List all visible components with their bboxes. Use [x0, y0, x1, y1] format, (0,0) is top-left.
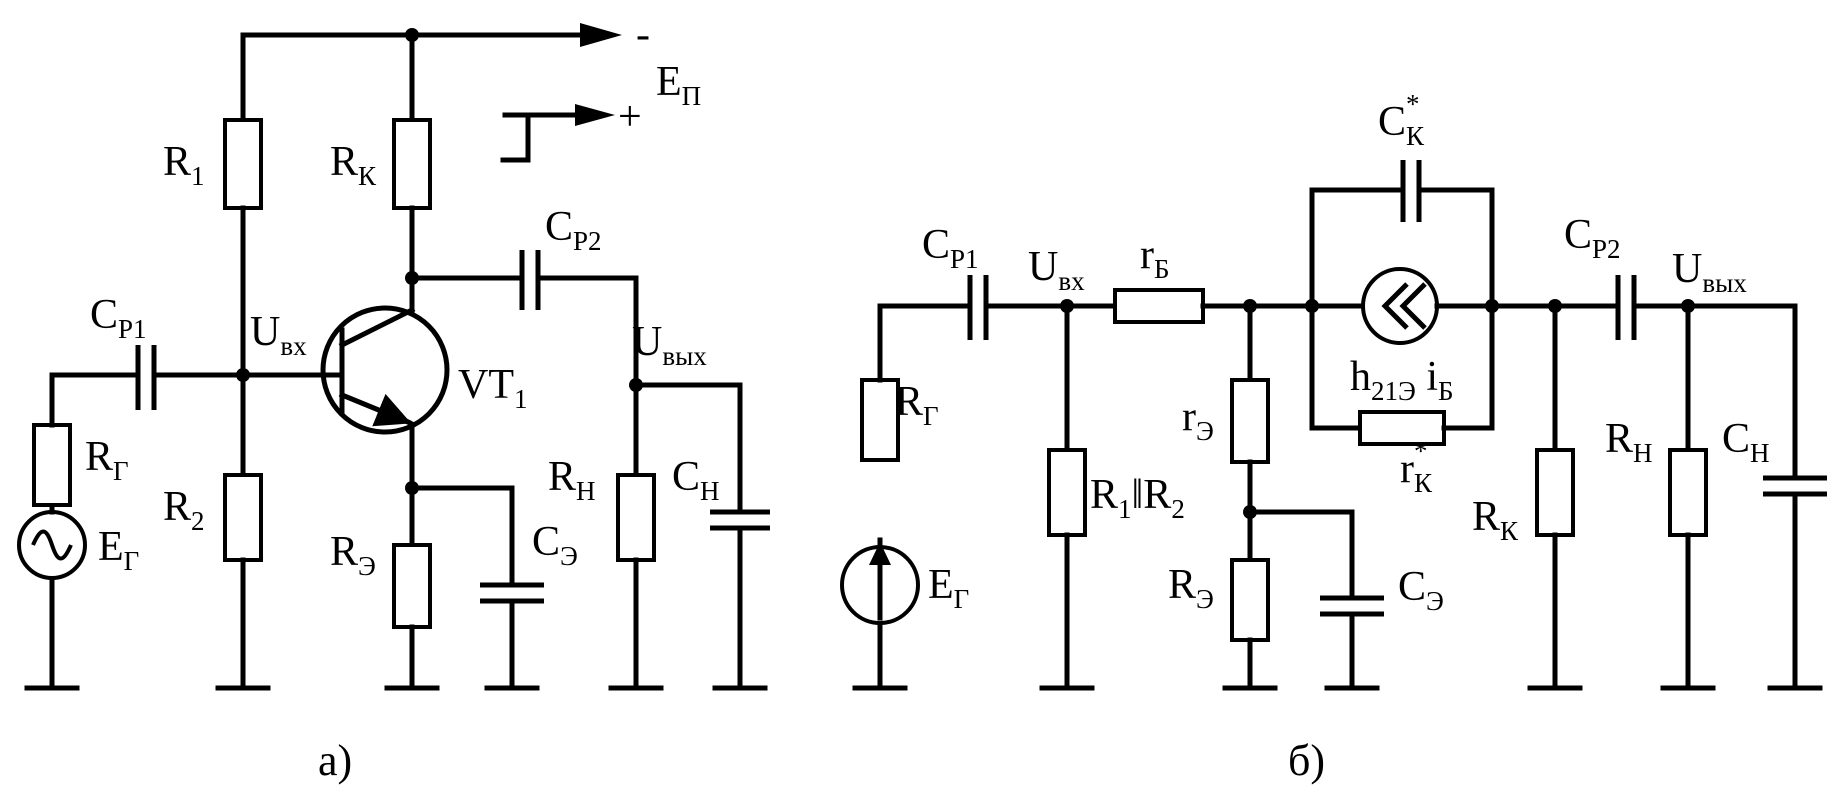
h21-label: h21Э iБ: [1350, 354, 1454, 406]
supply-minus-label: -: [636, 12, 650, 58]
panel-b-caption: б): [1288, 736, 1325, 785]
ce-label: CЭ: [532, 519, 578, 571]
panel-b-schematic: [840, 160, 1827, 691]
cp1-label: CP1: [90, 292, 147, 344]
ce-b-label: CЭ: [1398, 564, 1444, 616]
r2-label: R2: [163, 484, 205, 536]
ch-b-label: CН: [1722, 416, 1770, 468]
rk-b-label: RК: [1472, 494, 1519, 546]
supply-plus-label: +: [618, 94, 642, 140]
r1-label: R1: [163, 139, 205, 191]
panel-a-caption: а): [318, 736, 352, 785]
rk-label: RК: [330, 139, 377, 191]
re-label: RЭ: [330, 529, 376, 581]
cp1-b-label: CP1: [922, 222, 979, 274]
rh-b-label: RН: [1605, 416, 1653, 468]
rh-label: RН: [548, 454, 596, 506]
eg-b-label: EГ: [928, 562, 969, 614]
rb-label: rБ: [1140, 232, 1170, 284]
cp2-label: CP2: [545, 204, 602, 256]
re-b-label: RЭ: [1168, 562, 1214, 614]
uvx-b-label: Uвх: [1028, 244, 1085, 296]
uvyx-label: Uвых: [632, 319, 707, 371]
panel-b-labels: CК* CP1 Uвх rБ CP2 Uвых h21Э iБ RГ rЭ rК…: [895, 89, 1770, 785]
panel-a-labels: - + EП R1 RК CP1 CP2 Uвх Uвых VT1 RГ EГ …: [85, 12, 720, 785]
uvyx-b-label: Uвых: [1672, 246, 1747, 298]
panel-a-schematic: [17, 23, 770, 691]
re-small-label: rЭ: [1182, 394, 1214, 446]
rg-label: RГ: [85, 434, 129, 486]
uvx-label: Uвх: [250, 309, 307, 361]
r1-r2-label: R1‖R2: [1090, 472, 1185, 524]
rg-b-label: RГ: [895, 379, 939, 431]
ep-label: EП: [656, 59, 701, 111]
eg-label: EГ: [98, 524, 139, 576]
ch-label: CН: [672, 454, 720, 506]
ck-star-label: CК*: [1378, 89, 1425, 151]
cp2-b-label: CP2: [1564, 212, 1621, 264]
vt1-label: VT1: [458, 362, 528, 414]
rk-star-label: rК*: [1400, 436, 1433, 498]
